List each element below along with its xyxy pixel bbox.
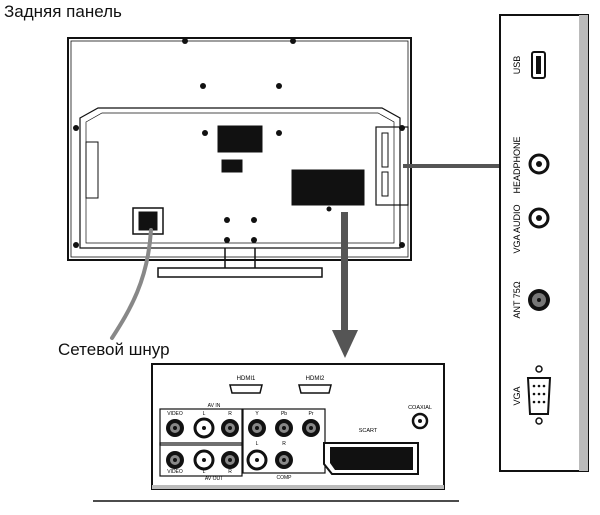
- comp-group: [242, 408, 326, 474]
- port-label-ant: ANT 75Ω: [512, 281, 522, 318]
- scart-label: SCART: [359, 428, 378, 434]
- av-in-video-jack-icon: [166, 419, 184, 437]
- av-in-r-jack-icon: [221, 419, 239, 437]
- power-cord-line: [110, 228, 153, 340]
- port-label-vga-audio: VGA AUDIO: [512, 204, 522, 253]
- comp-label: COMP: [277, 475, 293, 481]
- av-out-video-label: VIDEO: [167, 469, 183, 475]
- av-out-l-jack-icon: [193, 449, 215, 471]
- hdmi1-port-icon: [229, 384, 263, 394]
- comp-y-jack-icon: [248, 419, 266, 437]
- comp-audio-r-jack-icon: [275, 451, 293, 469]
- port-label-usb: USB: [512, 56, 522, 75]
- hdmi2-label: HDMI2: [306, 376, 325, 382]
- tv-back-illustration: [67, 37, 412, 278]
- hdmi2-port-icon: [298, 384, 332, 394]
- power-cord-label: Сетевой шнур: [58, 340, 170, 359]
- av-in-l-label: L: [203, 411, 206, 417]
- comp-pb-jack-icon: [275, 419, 293, 437]
- comp-pr-label: Pr: [309, 411, 314, 417]
- comp-y-label: Y: [255, 411, 259, 417]
- headphone-jack-icon: [528, 153, 550, 175]
- comp-audio-l-label: L: [256, 441, 259, 447]
- av-in-group: [159, 408, 243, 446]
- av-out-r-label: R: [228, 469, 232, 475]
- comp-audio-l-jack-icon: [246, 449, 268, 471]
- comp-pr-jack-icon: [302, 419, 320, 437]
- av-out-r-jack-icon: [221, 451, 239, 469]
- coaxial-jack-icon: [411, 412, 429, 430]
- av-out-l-label: L: [203, 469, 206, 475]
- av-out-label: AV OUT: [205, 476, 223, 482]
- av-in-l-jack-icon: [193, 417, 215, 439]
- page-title: Задняя панель: [4, 2, 122, 21]
- vga-audio-jack-icon: [528, 207, 550, 229]
- comp-audio-r-label: R: [282, 441, 286, 447]
- bottom-panel-arrow: [332, 212, 358, 358]
- usb-port-icon: [531, 51, 546, 79]
- scart-port-inner: [330, 447, 413, 470]
- port-label-vga: VGA: [512, 386, 522, 405]
- coaxial-label: COAXIAL: [408, 405, 432, 411]
- av-in-video-label: VIDEO: [167, 411, 183, 417]
- av-in-label: AV IN: [208, 403, 221, 409]
- antenna-connector-icon: [528, 289, 550, 311]
- port-label-headphone: HEADPHONE: [512, 136, 522, 193]
- av-out-group: [159, 442, 243, 477]
- vga-port-icon: [526, 365, 552, 425]
- av-in-r-label: R: [228, 411, 232, 417]
- av-out-video-jack-icon: [166, 451, 184, 469]
- hdmi1-label: HDMI1: [237, 376, 256, 382]
- comp-pb-label: Pb: [281, 411, 287, 417]
